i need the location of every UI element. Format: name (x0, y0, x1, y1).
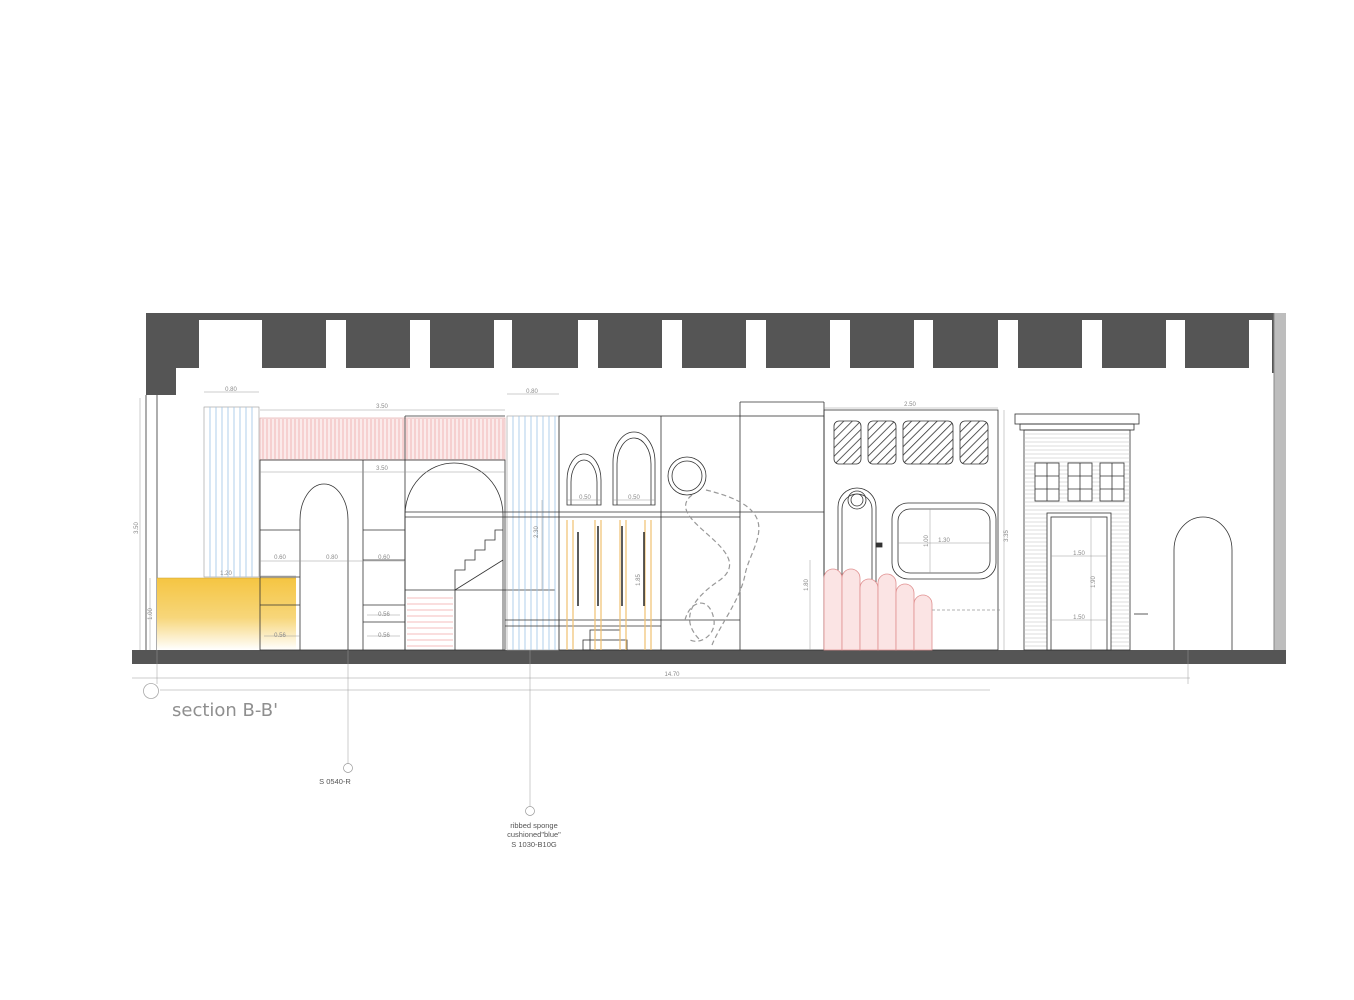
floor-slab (132, 650, 1286, 664)
play-house (1014, 413, 1233, 651)
callout-marker-icon (525, 806, 535, 816)
section-marker-icon (143, 683, 159, 699)
window-block (823, 409, 999, 651)
climbing-tower (505, 401, 825, 651)
dim-height-left: 3.50 (134, 522, 140, 534)
yellow-cushion-block (157, 577, 296, 650)
callout-sponge-line1: ribbed sponge (510, 821, 558, 830)
dim-arch-w1: 0.50 (579, 495, 591, 501)
dim-side-h2: 1.85 (636, 574, 642, 586)
dim-house-door-h: 1.90 (1091, 576, 1097, 588)
climbing-poles (566, 520, 652, 650)
callout-sponge: ribbed sponge cushioned"blue" S 1030-B10… (507, 806, 561, 849)
callout-sponge-line3: S 1030-B10G (511, 840, 557, 849)
dim-loft-w3: 0.60 (378, 555, 390, 561)
dim-shelf2: 0.56 (378, 633, 390, 639)
dim-door-h: 1.80 (804, 579, 810, 591)
dimension-lines (132, 391, 1190, 806)
callout-sponge-line2: cushioned"blue" (507, 830, 561, 839)
pink-stair-stripes (407, 597, 453, 647)
dim-cube-w: 0.56 (274, 633, 286, 639)
callout-marker-icon (343, 763, 353, 773)
pink-arched-fence (823, 568, 1000, 651)
dim-window-h: 1.00 (924, 535, 930, 547)
dim-side-h1: 2.30 (534, 526, 540, 538)
ceiling-structure (146, 313, 1286, 650)
dim-window-span: 2.50 (904, 402, 916, 408)
dim-column-b: 0.80 (526, 389, 538, 395)
callout-paint-text: S 0540-R (319, 777, 351, 786)
dim-house-w-top: 1.50 (1073, 551, 1085, 557)
dimension-labels: 14.70 3.50 3.35 0.80 0.80 3.50 3.50 2.50… (134, 387, 1097, 678)
blue-column-left (203, 406, 260, 578)
section-title-group: section B-B' (143, 683, 278, 721)
dim-house-w-bottom: 1.50 (1073, 615, 1085, 621)
dim-shelf1: 0.56 (378, 612, 390, 618)
dim-loft-w1: 0.60 (274, 555, 286, 561)
dim-window-w: 1.30 (938, 538, 950, 544)
pink-loft-rail (259, 417, 506, 461)
dim-height-right: 3.35 (1004, 530, 1010, 542)
dim-loft-w2: 0.80 (326, 555, 338, 561)
spiral-slide (684, 489, 760, 646)
dim-overall-length: 14.70 (664, 672, 680, 678)
dim-column-a: 0.80 (225, 387, 237, 393)
dim-yellow-w: 1.20 (220, 571, 232, 577)
dim-arch-w2: 0.50 (628, 495, 640, 501)
dim-upper-bottom: 3.50 (376, 466, 388, 472)
blue-column-middle (506, 415, 560, 651)
dim-upper-top: 3.50 (376, 404, 388, 410)
callout-paint: S 0540-R (319, 763, 353, 786)
section-title: section B-B' (172, 700, 278, 721)
dim-yellow-h: 1.00 (148, 608, 154, 620)
loft-structure-left (259, 415, 555, 651)
